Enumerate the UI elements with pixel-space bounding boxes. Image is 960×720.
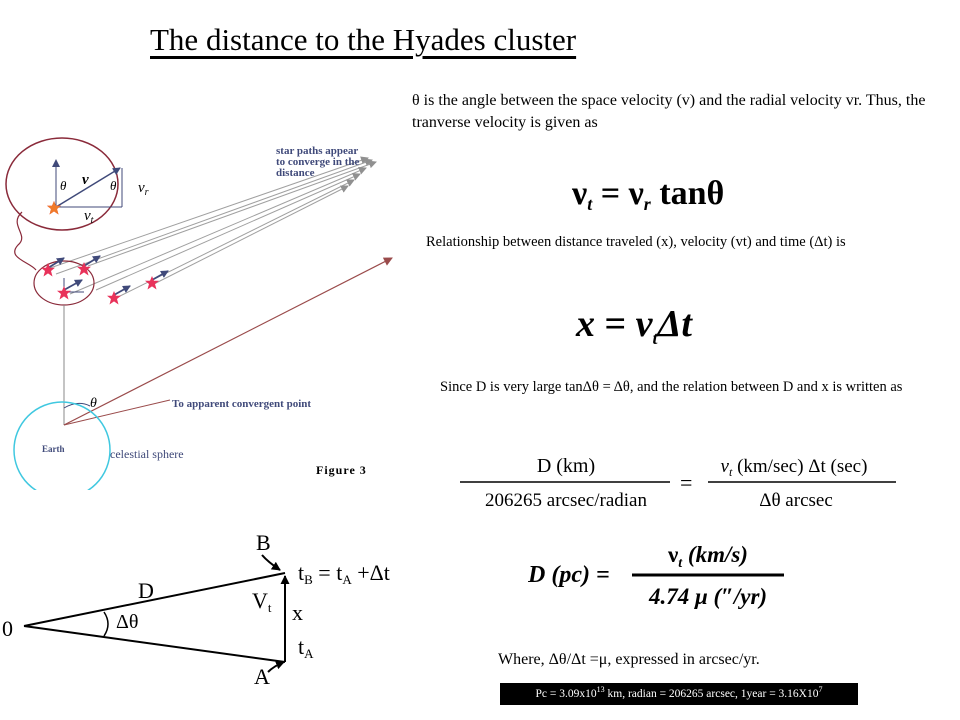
equation-vt: νt = νr tanθ	[571, 175, 724, 214]
figure-3-diagram: θ v θ νr νt θ Earth celestial sphere Fig…	[5, 137, 393, 490]
x-label: x	[292, 600, 303, 625]
Vt-label: Vt	[252, 588, 272, 615]
theta-arc	[63, 402, 91, 409]
convergent-line	[63, 257, 393, 426]
svg-text:D (km): D (km)	[537, 455, 595, 477]
parallax-triangle-diagram: 0 D Δθ B A tB = tA +Δt Vt x tA	[2, 530, 390, 688]
dtheta-label: Δθ	[116, 611, 138, 633]
svg-text:νt = νr tanθ: νt = νr tanθ	[571, 175, 724, 214]
triangle-top-side	[23, 572, 286, 627]
inset-vectors	[52, 159, 123, 208]
origin-label: 0	[2, 616, 13, 641]
earth-label: Earth	[42, 444, 65, 454]
page-title: The distance to the Hyades cluster	[150, 22, 577, 57]
equation-x: x = νtΔt	[575, 303, 693, 348]
figure-theta-label: θ	[90, 396, 97, 411]
relationship-text: Relationship between distance traveled (…	[426, 234, 846, 250]
earth-circle	[13, 401, 111, 490]
inset-star-orange	[47, 201, 61, 215]
dtheta-arc	[103, 611, 109, 637]
apparent-point-label: To apparent convergent point	[172, 398, 311, 410]
equation-distance-pc: D (pc) = νt (km/s) 4.74 μ (″/yr)	[528, 542, 784, 609]
svg-text:νt (km/s): νt (km/s)	[667, 542, 748, 571]
earth-horizontal-line	[63, 399, 171, 426]
tB-label: tB = tA +Δt	[298, 560, 390, 587]
svg-text:D (pc) =: D (pc) =	[528, 562, 610, 588]
svg-text:Δθ arcsec: Δθ arcsec	[759, 490, 833, 511]
equation-distance-km: D (km) 206265 arcsec/radian = νt (km/sec…	[460, 455, 896, 511]
svg-text:νt (km/sec) Δt (sec): νt (km/sec) Δt (sec)	[721, 456, 868, 479]
inset-v-label: v	[82, 172, 89, 188]
A-arrow	[267, 660, 285, 673]
inset-connector	[14, 211, 37, 271]
inset-theta-2: θ	[110, 178, 117, 193]
svg-text:x = νtΔt: x = νtΔt	[575, 303, 693, 348]
B-label: B	[256, 530, 271, 555]
since-text: Since D is very large tanΔθ = Δθ, and th…	[440, 379, 903, 395]
cluster-arrows	[47, 255, 169, 296]
converge-note: star paths appear to converge in the dis…	[276, 145, 362, 179]
A-label: A	[254, 664, 270, 688]
B-arrow	[261, 554, 281, 571]
inset-theta-1: θ	[60, 178, 67, 193]
star-path-lines	[49, 156, 377, 299]
inset-vr-label: νr	[138, 180, 149, 198]
svg-text:206265 arcsec/radian: 206265 arcsec/radian	[485, 490, 647, 511]
zoom-inset-ellipse	[5, 137, 119, 231]
figure-label: Figure 3	[316, 463, 367, 477]
inset-vt-label: νt	[84, 208, 94, 226]
where-text: Where, Δθ/Δt =μ, expressed in arcsec/yr.	[498, 651, 760, 668]
triangle-bottom-side	[23, 625, 286, 663]
celestial-sphere-label: celestial sphere	[110, 447, 184, 461]
svg-text:=: =	[680, 470, 692, 495]
theta-definition: θ is the angle between the space velocit…	[412, 92, 926, 131]
svg-text:4.74 μ (″/yr): 4.74 μ (″/yr)	[648, 584, 767, 609]
tA-label: tA	[298, 634, 314, 661]
D-label: D	[138, 578, 154, 603]
constants-footer: Pc = 3.09x1013 km, radian = 206265 arcse…	[500, 683, 858, 705]
